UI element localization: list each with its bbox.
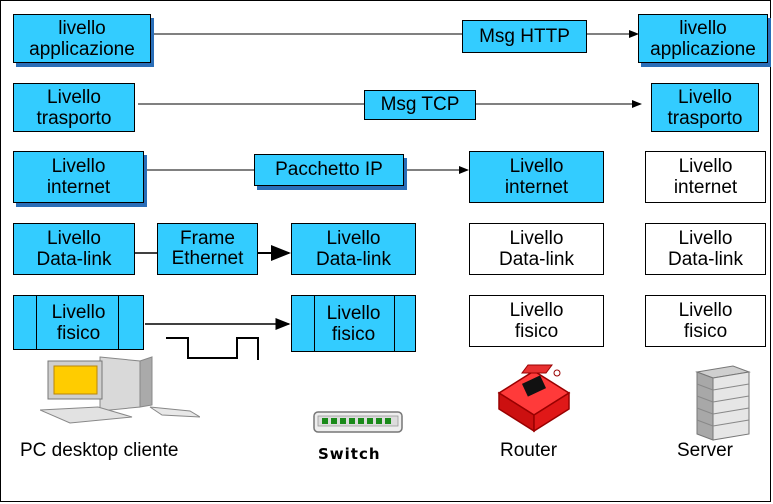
- pc-datalink-layer: Livello Data-link: [13, 223, 135, 275]
- desktop-pc-icon: [40, 356, 200, 424]
- switch-datalink-layer: Livello Data-link: [291, 223, 416, 275]
- server-caption: Server: [677, 440, 733, 461]
- pc-internet-layer: Livello internet: [13, 151, 144, 203]
- switch-physical-inner: [314, 295, 395, 352]
- server-application-layer: livello applicazione: [638, 14, 768, 63]
- router-datalink-layer: Livello Data-link: [469, 223, 604, 275]
- router-internet-layer: Livello internet: [469, 151, 604, 203]
- ip-packet-label: Pacchetto IP: [254, 154, 404, 186]
- switch-physical-layer: Livello fisico: [291, 295, 416, 352]
- router-caption: Router: [500, 440, 558, 461]
- server-icon: [695, 365, 751, 441]
- pc-physical-layer: Livello fisico: [13, 295, 144, 350]
- ethernet-frame-label: Frame Ethernet: [157, 223, 258, 275]
- server-physical-layer: Livello fisico: [645, 295, 766, 347]
- square-wave: [166, 337, 259, 360]
- router-icon: [497, 364, 571, 433]
- switch-physical-label: Livello fisico: [326, 302, 381, 345]
- server-internet-layer: Livello internet: [645, 151, 766, 203]
- pc-caption: PC desktop cliente: [20, 440, 179, 461]
- pc-transport-layer: Livello trasporto: [13, 83, 135, 132]
- pc-physical-label: Livello fisico: [51, 301, 106, 344]
- server-datalink-layer: Livello Data-link: [645, 223, 766, 275]
- pc-application-layer: livello applicazione: [13, 14, 151, 63]
- server-transport-layer: Livello trasporto: [651, 83, 759, 132]
- msg-http-label: Msg HTTP: [462, 20, 587, 53]
- switch-icon: [313, 411, 403, 433]
- switch-caption: Switch: [318, 445, 381, 463]
- router-physical-layer: Livello fisico: [469, 295, 604, 347]
- pc-physical-inner: [36, 295, 119, 350]
- msg-tcp-label: Msg TCP: [364, 90, 476, 120]
